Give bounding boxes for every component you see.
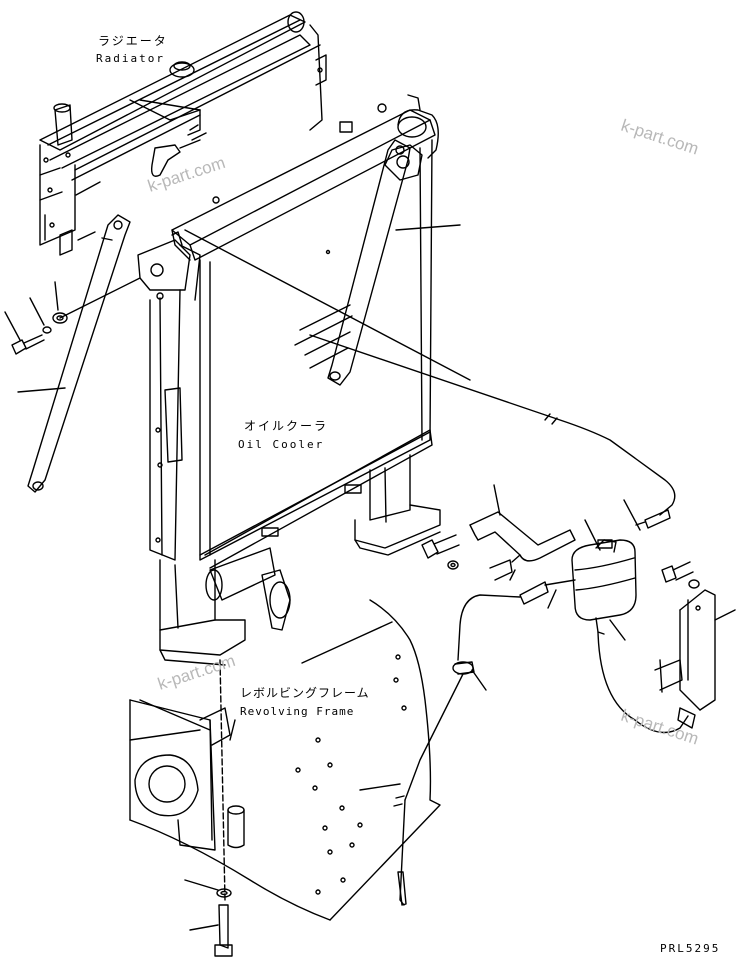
pin-bolt-assembly [184, 659, 245, 957]
label-oil-cooler-en: Oil Cooler [238, 438, 324, 451]
hose [150, 124, 471, 381]
bolt-assembly-left [4, 277, 141, 393]
reserve-tank [457, 539, 696, 734]
leader-lines [139, 99, 641, 741]
label-radiator-jp: ラジエータ [98, 34, 168, 48]
right-stay [327, 139, 423, 386]
label-oil-cooler-jp: オイルクーラ [244, 419, 328, 433]
watermark: k-part.com [155, 651, 237, 694]
watermark: k-part.com [619, 116, 701, 159]
label-frame-jp: レボルビングフレーム [240, 686, 370, 700]
radiator [39, 11, 327, 256]
left-stay [27, 214, 131, 493]
bolt-assembly-center [421, 534, 460, 570]
tank-mount [654, 561, 736, 711]
label-radiator-en: Radiator [96, 52, 165, 65]
watermark: k-part.com [145, 153, 227, 196]
vent-tube [309, 334, 676, 529]
tank-bracket [469, 484, 576, 581]
oil-cooler [137, 94, 441, 666]
drawing-number: PRL5295 [660, 942, 720, 955]
revolving-frame [129, 599, 441, 921]
hose-clamp [404, 661, 487, 801]
label-frame-en: Revolving Frame [240, 705, 354, 718]
